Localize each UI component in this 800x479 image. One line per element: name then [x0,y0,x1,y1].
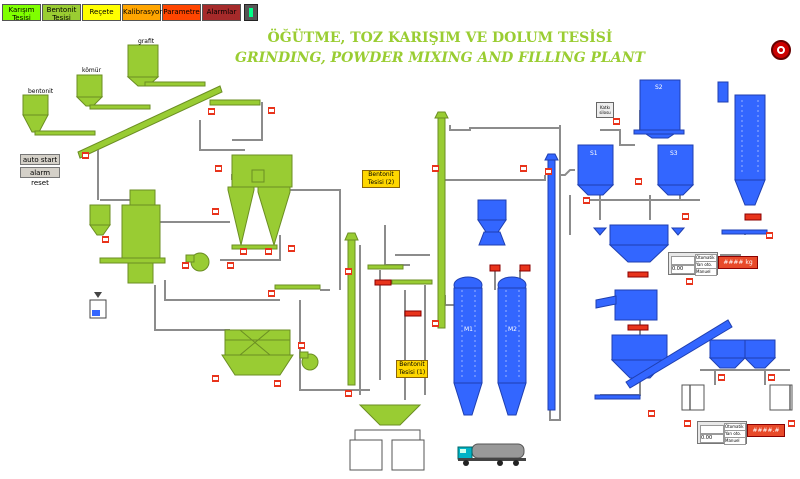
tank-label-m2: M2 [508,326,517,333]
katki-silosu-box[interactable]: Katkı silosu [596,102,614,118]
mixer [614,289,658,321]
page-title-tr: ÖĞÜTME, TOZ KARIŞIM VE DOLUM TESİSİ [267,30,613,46]
elevator-green-2 [437,117,446,329]
panel2-mode-manual[interactable]: Manuel [724,437,746,445]
katki-silosu-label: Katkı silosu [599,105,611,115]
panel1-mode-manual[interactable]: Manuel [695,268,717,276]
silo-m2 [497,287,527,384]
bentonit-tesisi-2-box[interactable]: Bentonit Tesisi (2) [362,170,400,188]
tab-parametre[interactable]: Parametre [162,4,201,21]
control-panel-1: 0.00 Otomatik Yarı oto. Manuel [668,252,718,276]
hopper-packing-1 [709,339,746,359]
auto-start-button[interactable]: auto start [20,154,60,165]
silo-s2 [639,79,681,131]
elevator-green-1 [347,239,356,386]
tab-alarmlar[interactable]: Alarmlar [202,4,241,21]
hopper-grafit [127,44,159,78]
hopper-komur [76,74,103,98]
tank-label-s3: S3 [670,150,678,157]
tanker-truck [457,443,526,466]
feeder-left [89,204,111,226]
tab-karisim-tesisi[interactable]: Karışım Tesisi [2,4,41,22]
control-panel-2: 0.00 Otomatik Yarı oto. Manuel [697,421,747,445]
tank-label-s2: S2 [655,84,663,91]
exit-icon[interactable] [244,4,258,21]
hopper-label-grafit: grafit [138,38,155,45]
silo-m1 [453,287,483,384]
panel2-input-1[interactable] [700,425,724,434]
bentonit-tesisi-1-box[interactable]: Bentonit Tesisi (1) [396,360,428,378]
silo-tall [734,94,766,181]
emergency-stop-icon[interactable] [771,40,791,60]
hopper-bentonit [22,94,49,116]
weigh-hopper [609,224,669,246]
lower-filter [224,329,291,356]
tab-kalibrasyon[interactable]: Kalibrasyon [122,4,164,21]
panel1-input-1[interactable] [671,256,695,265]
tab-recete[interactable]: Reçete [82,4,121,21]
panel1-input-2[interactable]: 0.00 [671,265,695,274]
discharge-hopper [611,334,668,361]
page-title-en: GRINDING, POWDER MIXING AND FILLING PLAN… [235,50,645,66]
panel1-kg-display: #### kg [718,256,758,269]
panel2-input-2[interactable]: 0.00 [700,434,724,443]
tab-bentonit-tesisi[interactable]: Bentonit Tesisi [42,4,81,22]
panel2-kg-display: ####.# kg [747,424,785,446]
mill [121,204,161,261]
hopper-packing-2 [744,339,776,359]
filling-hopper [358,404,422,426]
bag-station-left [89,292,107,319]
hopper-label-bentonit: bentonit [28,88,54,95]
tank-label-m1: M1 [464,326,473,333]
tank-label-s1: S1 [590,150,598,157]
elevator-blue [547,159,556,411]
silo-s3 [657,144,694,186]
alarm-reset-button[interactable]: alarm reset [20,167,60,187]
hopper-label-komur: kömür [82,67,102,74]
